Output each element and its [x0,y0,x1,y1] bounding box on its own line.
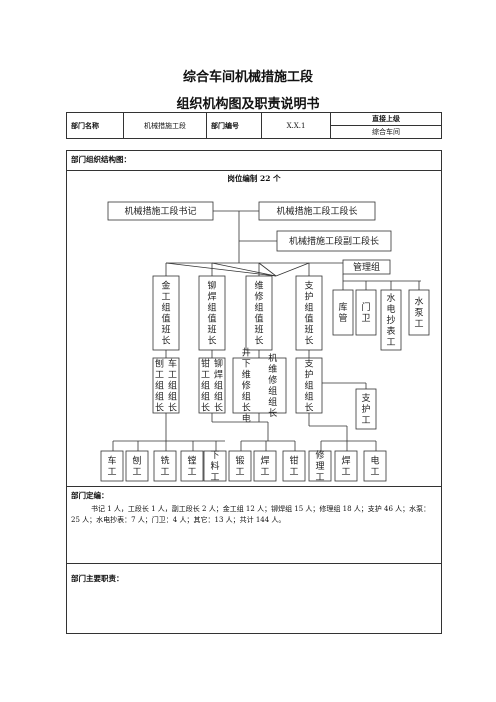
group-leader-0-box [152,357,180,414]
group-leader-1-col0: 钳工组组长 [201,358,210,414]
header-table: 部门名称 机械措施工段 部门编号 X.X.1 直接上级 综合车间 [66,112,442,139]
connector-line [211,262,277,277]
secretary: 机械措施工段书记 [124,205,196,217]
mgmt-role-0-box [332,289,354,336]
shift-leader-0-col0: 金工组值班长 [161,280,170,347]
definition-section: 部门定编： 书记 1 人，工段长 1 人，副工段长 2 人；金工组 12 人；铆… [66,486,442,564]
duties-section: 部门主要职责： [66,563,442,634]
document-title: 综合车间机械措施工段 [182,70,313,85]
worker-5-box [228,450,252,482]
worker-3-col0: 镗工 [187,455,196,478]
worker-7-col0: 钳工 [289,455,298,478]
mgmt-role-3-col0: 水泵工 [414,296,423,330]
worker-10-box [363,450,387,482]
shift-leader-3-box [295,275,323,351]
mgmt-group-box [342,259,391,275]
dept-no-label: 部门编号 [206,112,262,139]
structure-label: 部门组织结构图： [71,155,131,164]
dept-name-label: 部门名称 [66,112,124,139]
mgmt-role-1-col0: 门卫 [361,301,370,324]
staffing-count: 岗位编制 22 个 [67,170,441,184]
group-leader-3-box [295,357,323,414]
chief-box [258,201,376,221]
duties-label: 部门主要职责： [71,574,124,583]
dept-no-value: X.X.1 [261,112,331,139]
worker-2-col0: 铣工 [160,455,169,478]
support-worker-col0: 支护工 [361,392,370,426]
shift-leader-2-col0: 维修组值班长 [254,280,263,347]
group-leader-2-col1: 机维修组组长 [268,352,277,419]
shift-leader-2-box [245,275,273,351]
mgmt-role-3-box [408,289,430,336]
connector-line [275,262,310,277]
shift-leader-3-col0: 支护组值班长 [304,280,313,347]
shift-leader-1-col0: 铆焊组值班长 [207,280,216,347]
shift-leader-0-box [152,275,180,351]
superior-value: 综合车间 [330,125,442,139]
group-leader-2-col0: 井下维修组长电 [242,347,251,425]
structure-section: 部门组织结构图： 岗位编制 22 个 机械措施工段书记机械措施工段工段长机械措施… [66,150,442,487]
definition-label: 部门定编： [71,491,109,500]
worker-8-box [308,450,332,482]
group-leader-1-col1: 铆焊组组长 [214,358,223,414]
worker-8-col0: 修理工 [315,449,324,483]
chief: 机械措施工段工段长 [276,205,357,217]
worker-1-col0: 刨工 [132,455,141,478]
group-leader-0-col0: 刨工组组长 [155,358,164,414]
group-leader-1-box [198,357,226,414]
mgmt-role-1-box [355,289,377,336]
worker-7-box [282,450,306,482]
mgmt-role-2-box [380,289,402,351]
group-leader-2-box [232,357,287,414]
secretary-box [107,201,214,221]
mgmt-role-0-col0: 库管 [338,301,347,324]
worker-4-box [203,450,227,482]
worker-0-box [100,450,124,482]
superior-label: 直接上级 [330,112,442,126]
worker-6-box [253,450,277,482]
worker-4-col0: 下料工 [210,451,219,483]
dept-name-value: 机械措施工段 [123,112,207,139]
mgmt-role-2-col0: 水电抄表工 [386,292,395,348]
connector-line [258,262,277,277]
worker-6-col0: 焊工 [260,455,269,478]
worker-5-col0: 锻工 [235,455,244,478]
document-subtitle: 组织机构图及职责说明书 [176,97,320,112]
support-worker-box [355,388,377,430]
group-leader-3-col0: 支护组组长 [304,358,313,414]
worker-9-col0: 焊工 [341,455,350,478]
shift-leader-1-box [198,275,226,351]
worker-10-col0: 电工 [370,455,379,478]
worker-1-box [125,450,149,482]
deputy: 机械措施工段副工段长 [289,235,379,247]
worker-9-box [334,450,358,482]
connector-line [165,262,277,277]
deputy-box [276,230,392,252]
worker-0-col0: 车工 [107,455,116,478]
definition-text: 书记 1 人，工段长 1 人，副工段长 2 人；金工组 12 人；铆焊组 15 … [71,505,431,524]
worker-3-box [180,450,204,482]
worker-2-box [153,450,177,482]
mgmt-group: 管理组 [353,261,380,273]
group-leader-0-col1: 车工组组长 [168,358,177,414]
